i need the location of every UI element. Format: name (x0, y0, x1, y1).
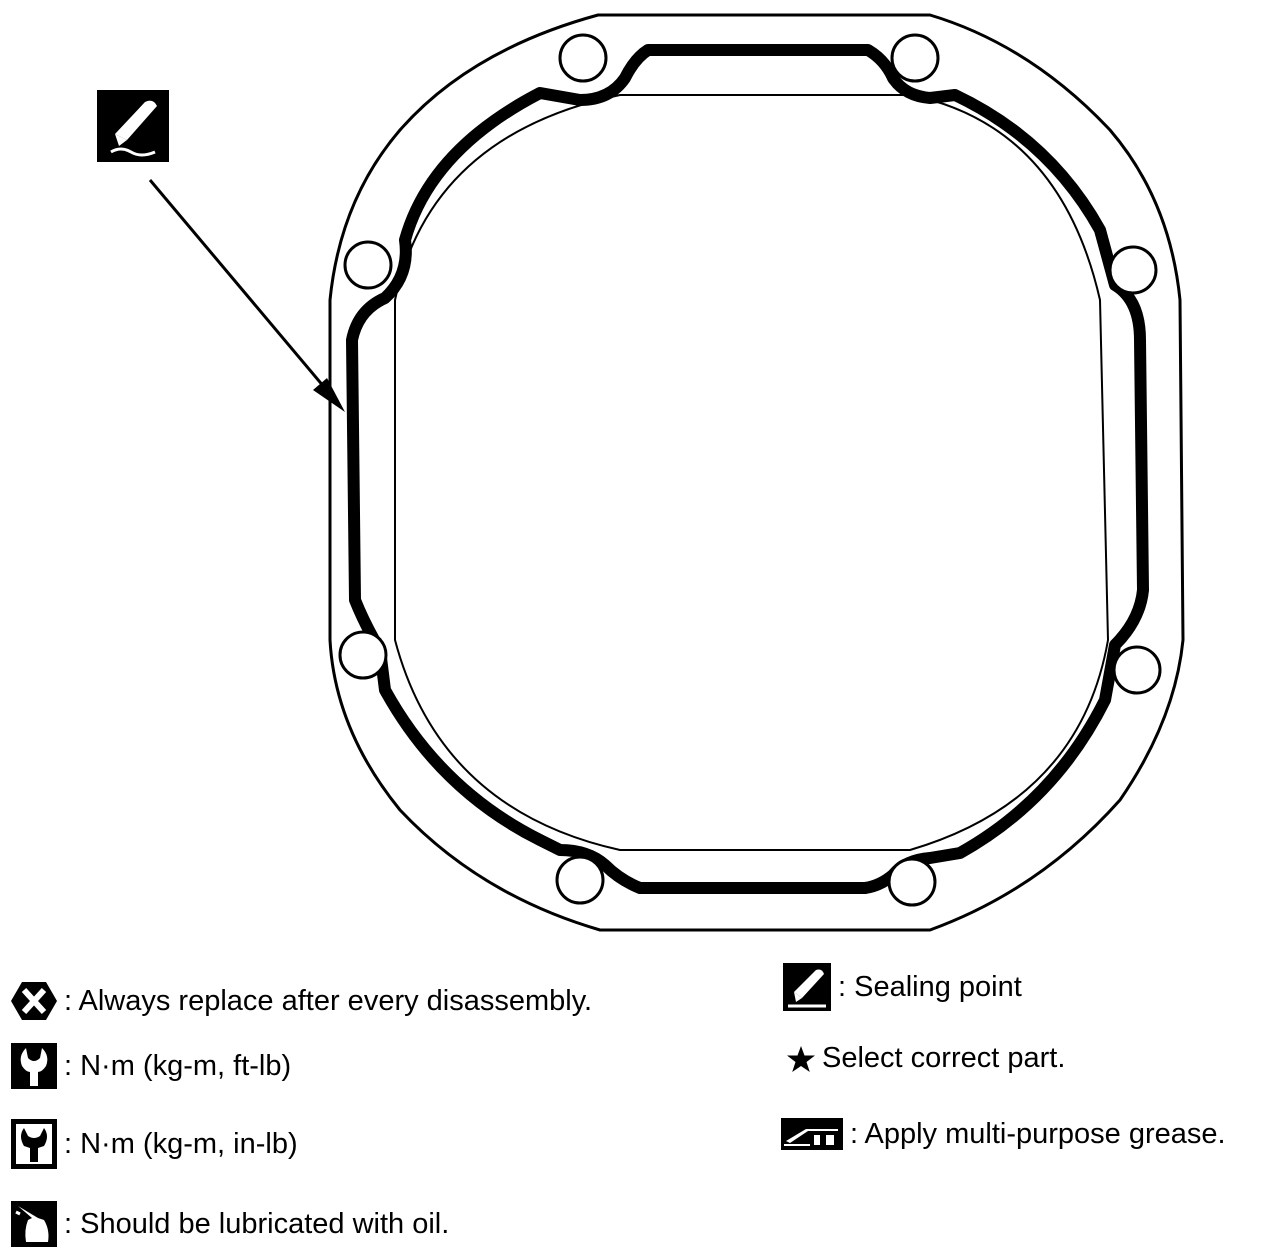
torque-wrench-in-lb-icon (11, 1119, 57, 1169)
bolt-hole (343, 240, 393, 290)
cover-outer-outline (328, 13, 1185, 932)
bolt-hole (890, 33, 940, 83)
cover-inner-opening (394, 94, 1110, 851)
bolt-hole (558, 33, 608, 83)
legend-replace: : Always replace after every disassembly… (10, 980, 592, 1022)
legend-torque-in: : N·m (kg-m, in-lb) (10, 1118, 298, 1170)
legend-sealing-text: : Sealing point (838, 970, 1022, 1003)
gasket-diagram (97, 13, 1185, 932)
bolt-hole (1112, 645, 1162, 695)
legend-torque-ft: : N·m (kg-m, ft-lb) (10, 1042, 291, 1090)
legend-select: Select correct part. (786, 1044, 1065, 1073)
legend-torque-ft-text: : N·m (kg-m, ft-lb) (64, 1049, 292, 1082)
bolt-hole (338, 630, 388, 680)
torque-wrench-ft-lb-icon (11, 1043, 57, 1089)
sealant-tube-icon (783, 963, 831, 1011)
leader-line (148, 179, 337, 401)
legend-oil-text: : Should be lubricated with oil. (64, 1207, 450, 1240)
legend-torque-in-text: : N·m (kg-m, in-lb) (64, 1127, 298, 1160)
legend-grease: : Apply multi-purpose grease. (780, 1117, 1226, 1151)
leader-arrowhead (313, 378, 345, 412)
star-icon (787, 1045, 815, 1072)
legend-oil: : Should be lubricated with oil. (10, 1200, 449, 1248)
grease-gun-icon (781, 1118, 843, 1150)
legend-sealing: : Sealing point (782, 962, 1022, 1012)
bolt-hole (555, 855, 605, 905)
legend-select-text: Select correct part. (822, 1042, 1066, 1074)
replace-x-icon (11, 982, 57, 1020)
bolt-hole (1108, 245, 1158, 295)
legend-replace-text: : Always replace after every disassembly… (64, 984, 593, 1017)
oil-can-icon (11, 1201, 57, 1247)
sealant-bead (346, 44, 1149, 894)
legend-grease-text: : Apply multi-purpose grease. (850, 1117, 1226, 1150)
bolt-hole (887, 857, 937, 907)
sealant-tube-icon (97, 90, 169, 162)
